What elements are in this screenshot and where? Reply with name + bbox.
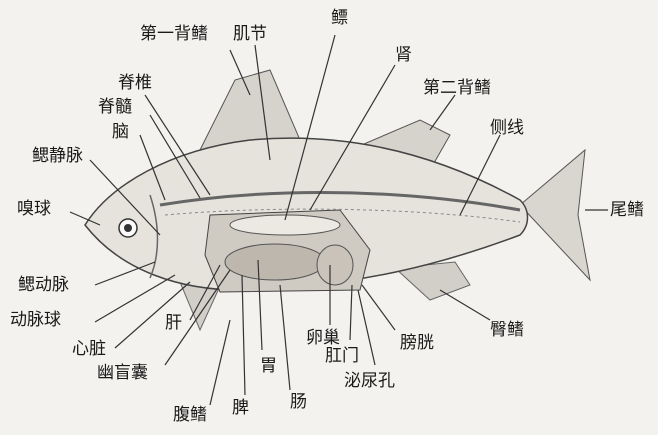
leader-dorsal-fin-2 [430,95,455,130]
label-urogenital-pore: 泌尿孔 [344,371,395,391]
leader-anus [350,285,352,340]
label-gill-vein: 鳃静脉 [32,146,83,166]
ovary-shape [317,245,353,285]
leader-spleen [242,275,245,395]
label-caudal-fin: 尾鳍 [610,200,644,220]
leader-gill-artery [95,262,155,285]
leader-urogenital-pore [358,290,375,365]
label-dorsal-fin-2: 第二背鳍 [423,78,491,98]
label-olfactory-bulb: 嗅球 [17,199,51,219]
label-liver: 肝 [165,313,182,333]
label-gill-artery: 鳃动脉 [18,275,69,295]
label-bulbus-arteriosus: 动脉球 [10,310,61,330]
leader-bulbus-arteriosus [95,275,175,322]
label-ovary: 卵巢 [306,328,340,348]
label-brain: 脑 [112,122,129,142]
leader-anal-fin [440,290,490,320]
stomach-shape [225,244,325,280]
label-spleen: 脾 [232,398,249,418]
label-bladder: 膀胱 [400,333,434,353]
label-stomach: 胃 [260,356,277,376]
label-swim-bladder: 鳔 [331,8,348,28]
label-pelvic-fin: 腹鳍 [173,405,207,425]
label-lateral-line: 侧线 [490,118,524,138]
label-spinal-cord: 脊髓 [98,97,132,117]
label-myomere: 肌节 [233,24,267,44]
caudal-fin-shape [520,150,590,280]
label-vertebra: 脊椎 [118,73,152,93]
label-kidney: 肾 [395,45,412,65]
label-pyloric-caeca: 幽盲囊 [97,363,148,383]
leader-pelvic-fin [210,320,230,405]
leader-bladder [362,285,395,330]
label-heart: 心脏 [72,339,106,359]
label-intestine: 肠 [290,392,307,412]
leader-intestine [280,285,290,390]
label-dorsal-fin-1: 第一背鳍 [140,24,208,44]
label-anus: 肛门 [325,346,359,366]
label-anal-fin: 臀鳍 [490,320,524,340]
